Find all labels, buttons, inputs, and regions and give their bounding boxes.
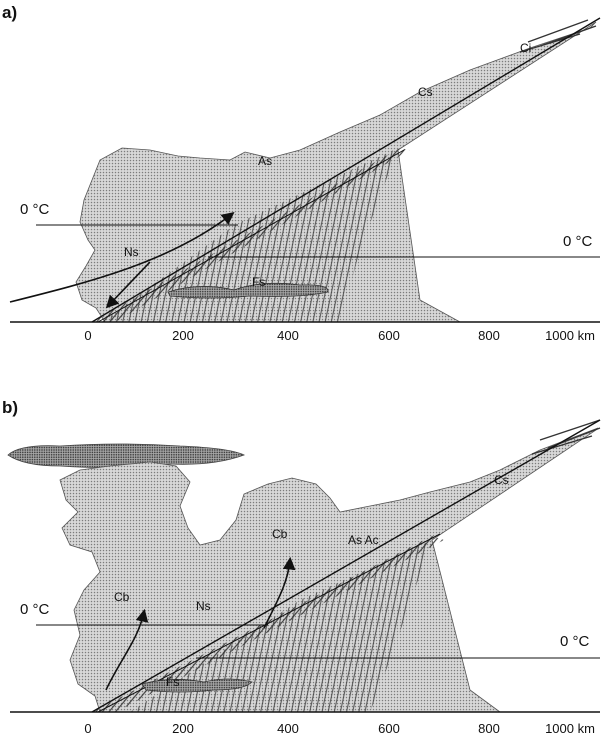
panel-b-tick-200: 200 (172, 721, 194, 736)
panel-b-tick-0: 0 (84, 721, 91, 736)
panel-a-fractostratus (167, 282, 329, 299)
panel-b-convective-arrow-left (105, 608, 149, 691)
panel-b-anvil (7, 443, 246, 468)
panel-b-distance-axis: 0 200 400 600 800 1000 km (84, 721, 595, 736)
panel-b-label-cb-lower: Cb (114, 590, 130, 604)
panel-b-label-ns: Ns (196, 599, 211, 613)
panel-b-tick-400: 400 (277, 721, 299, 736)
panel-b-warm-front-line (91, 419, 601, 713)
panel-b-tick-1000: 1000 km (545, 721, 595, 736)
panel-a: a) 0 °C 0 °C Ci Cs As Ns Fs 0 200 (2, 3, 601, 343)
panel-a-tick-0: 0 (84, 328, 91, 343)
panel-a-front-lower-edge (97, 149, 405, 323)
panel-a-descending-arrow (105, 261, 151, 309)
panel-b: b) 0 °C 0 °C Cs Cb As Ac Cb Ns Fs (2, 398, 601, 736)
panel-a-tick-200: 200 (172, 328, 194, 343)
panel-a-freezing-label-cold: 0 °C (563, 233, 593, 250)
panel-b-label-fs: Fs (166, 675, 179, 689)
panel-b-freezing-label-warm: 0 °C (20, 601, 50, 618)
panel-a-label-ns: Ns (124, 245, 139, 259)
panel-a-tick-1000: 1000 km (545, 328, 595, 343)
panel-a-tick-400: 400 (277, 328, 299, 343)
panel-a-label: a) (2, 3, 17, 22)
panel-a-tick-600: 600 (378, 328, 400, 343)
panel-a-label-cs: Cs (418, 85, 433, 99)
panel-a-distance-axis: 0 200 400 600 800 1000 km (84, 328, 595, 343)
panel-b-label-as-ac: As Ac (348, 533, 379, 547)
panel-a-warm-front-line (91, 17, 601, 323)
panel-b-label-cb-upper: Cb (272, 527, 288, 541)
panel-b-fractostratus (141, 678, 253, 693)
panel-b-tick-800: 800 (478, 721, 500, 736)
panel-a-label-ci: Ci (520, 41, 531, 55)
panel-a-cirrus-wisps (519, 19, 597, 53)
panel-a-tick-800: 800 (478, 328, 500, 343)
panel-b-label-cs: Cs (494, 473, 509, 487)
panel-b-label: b) (2, 398, 18, 417)
panel-b-freezing-label-cold: 0 °C (560, 633, 590, 650)
panel-b-tick-600: 600 (378, 721, 400, 736)
panel-a-warm-air-arrow (9, 212, 235, 303)
panel-a-freezing-label-warm: 0 °C (20, 201, 50, 218)
panel-b-convective-arrow-right (263, 556, 296, 629)
panel-a-label-fs: Fs (252, 275, 265, 289)
panel-a-label-as: As (258, 154, 272, 168)
